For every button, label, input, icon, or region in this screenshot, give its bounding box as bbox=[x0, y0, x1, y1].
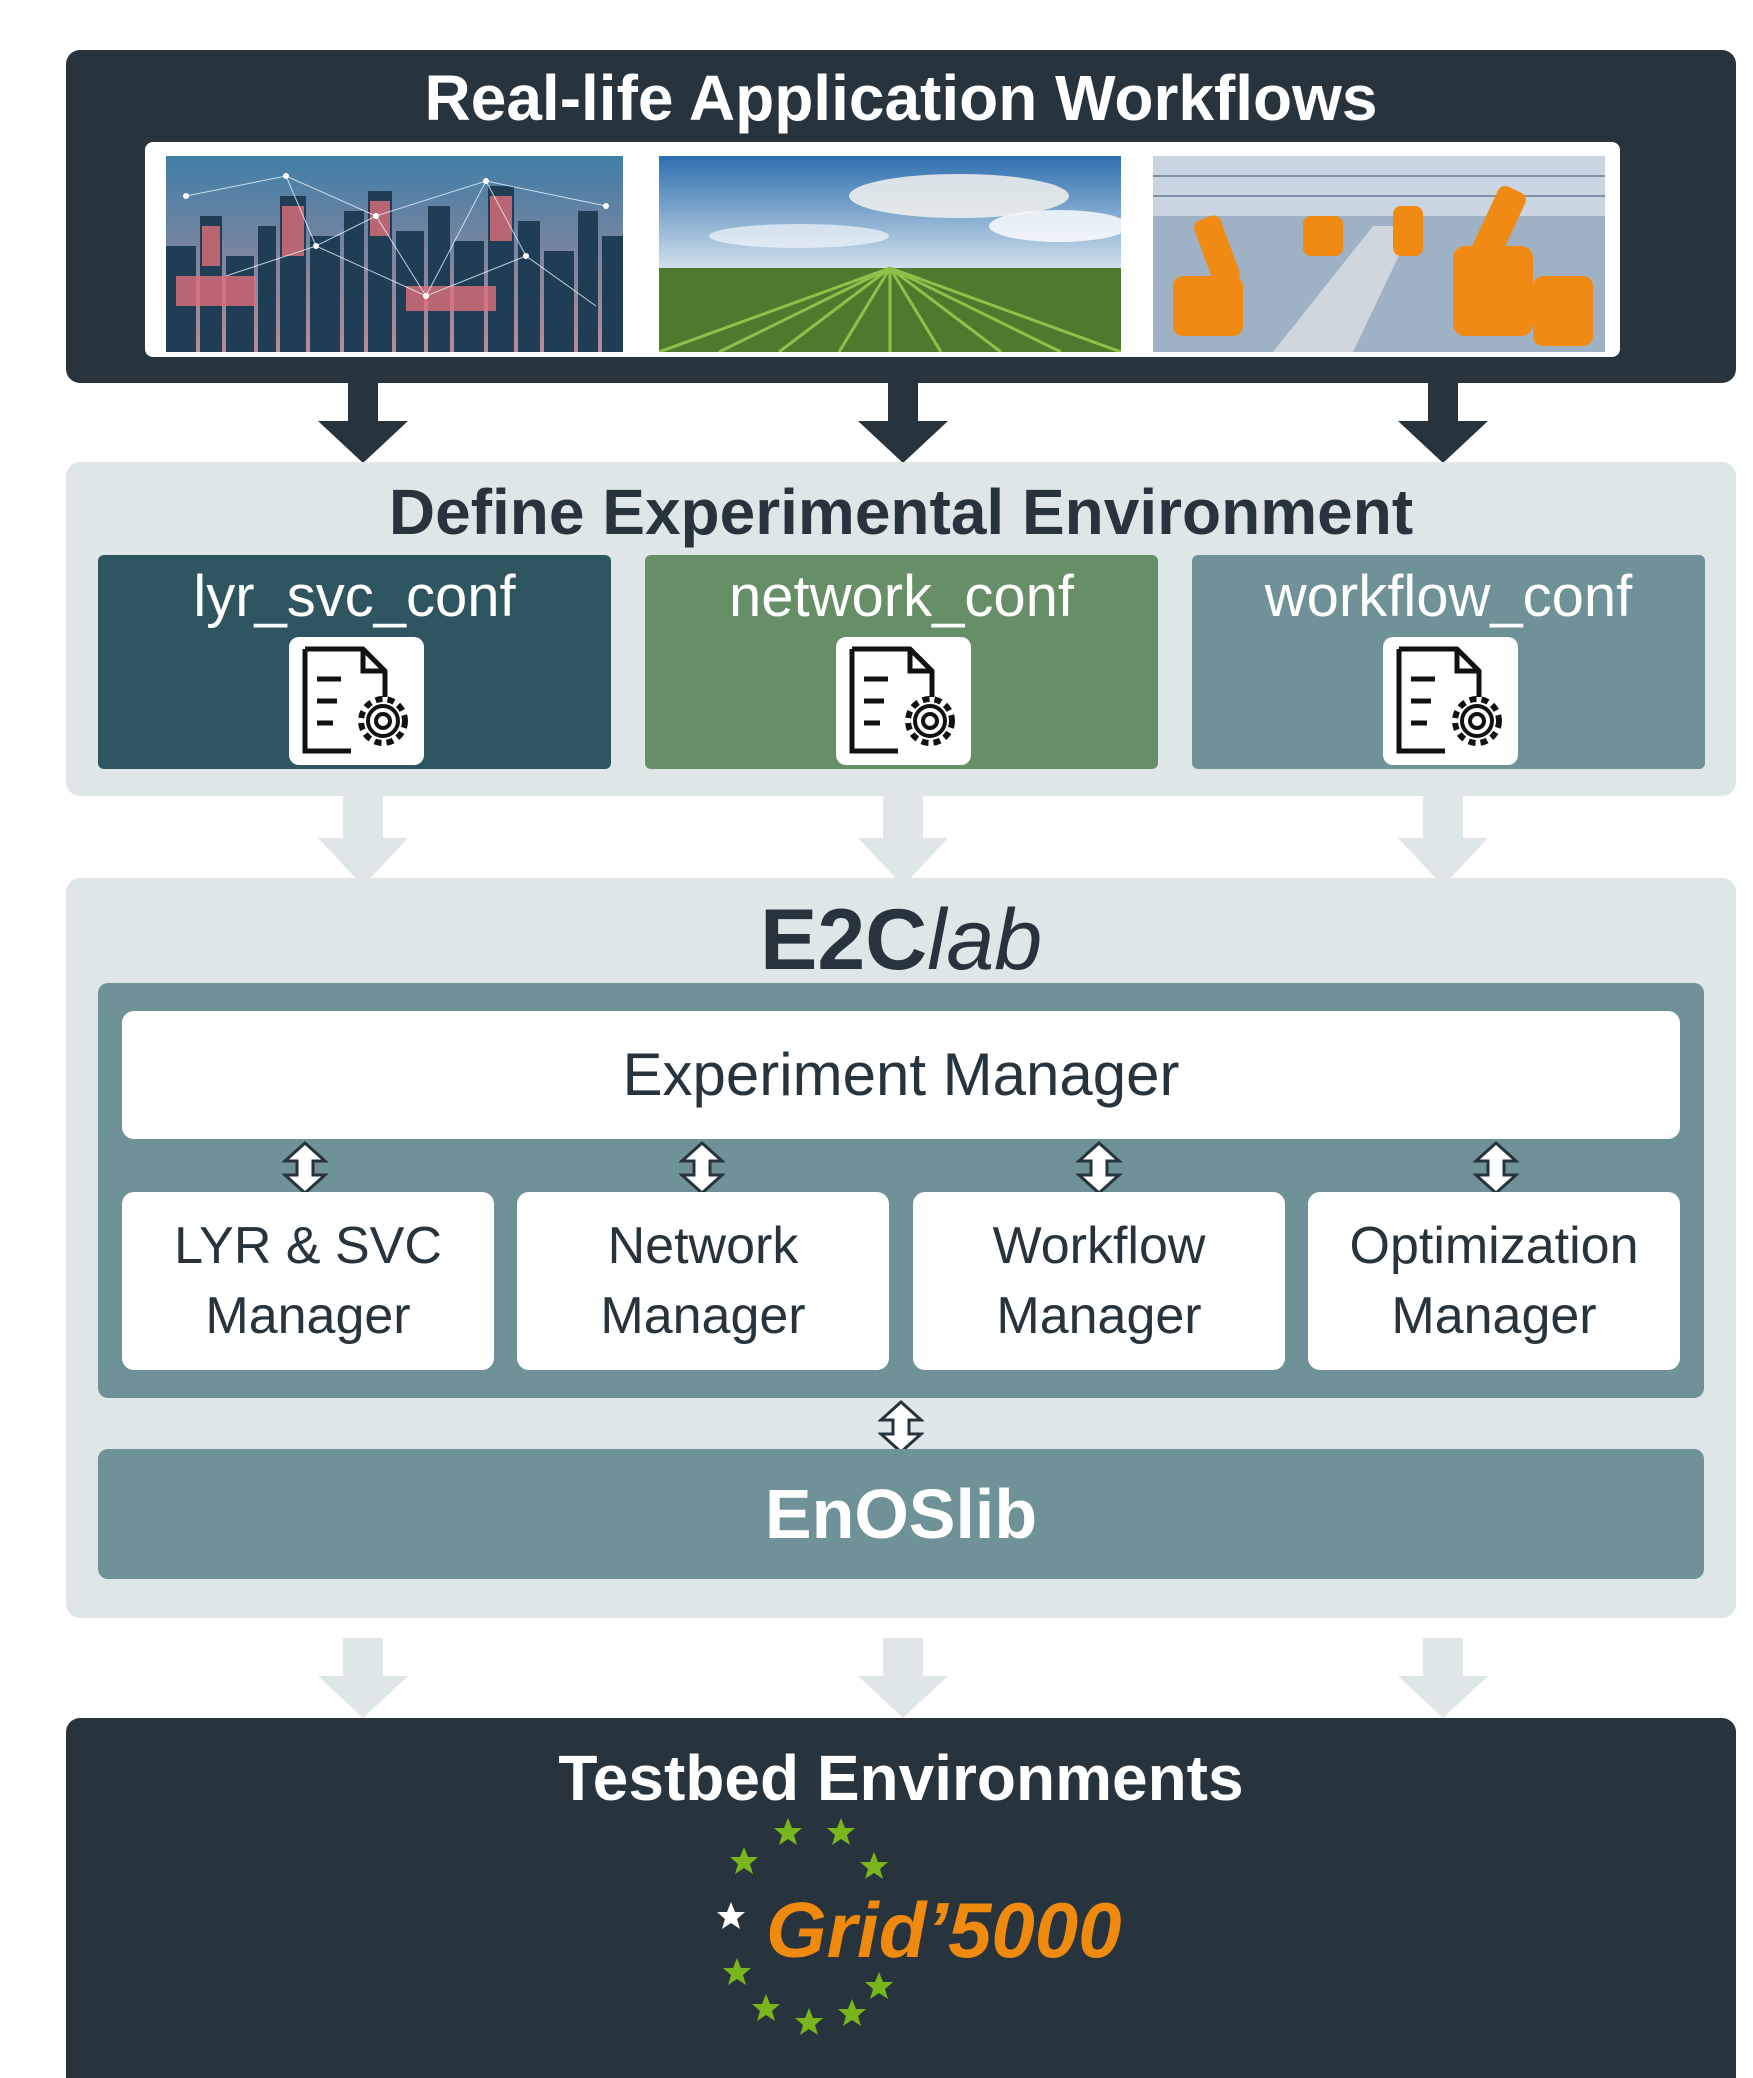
bidirectional-arrow-icon bbox=[1076, 1141, 1122, 1195]
config-network: network_conf bbox=[645, 555, 1158, 769]
bidirectional-arrow-icon bbox=[1473, 1141, 1519, 1195]
down-arrow-icon bbox=[318, 383, 408, 463]
manager-label-line1: Optimization bbox=[1349, 1217, 1639, 1275]
experiment-manager-box: Experiment Manager bbox=[122, 1011, 1680, 1139]
bidirectional-arrow-icon bbox=[282, 1141, 328, 1195]
down-arrow-icon bbox=[1398, 1638, 1488, 1718]
manager-label-line1: LYR & SVC bbox=[174, 1217, 442, 1275]
application-workflows-section: Real-life Application Workflows bbox=[66, 50, 1736, 383]
config-label: workflow_conf bbox=[1264, 564, 1633, 629]
manager-label-line2: Manager bbox=[996, 1287, 1202, 1345]
down-arrow-icon bbox=[858, 383, 948, 463]
down-arrow-icon bbox=[318, 1638, 408, 1718]
manager-label-line2: Manager bbox=[600, 1287, 806, 1345]
section-title: Testbed Environments bbox=[558, 1742, 1244, 1814]
manager-label-line1: Workflow bbox=[992, 1217, 1206, 1275]
manager-label-line2: Manager bbox=[1391, 1287, 1597, 1345]
e2clab-title-italic: lab bbox=[927, 892, 1043, 988]
config-file-icon bbox=[289, 637, 424, 765]
bidirectional-arrow-icon bbox=[679, 1141, 725, 1195]
lyr-svc-manager-box: LYR & SVC Manager bbox=[122, 1192, 494, 1370]
section-title: Define Experimental Environment bbox=[388, 476, 1414, 548]
e2clab-title: E2Clab bbox=[66, 890, 1736, 990]
workflow-image-strip bbox=[145, 142, 1620, 357]
robotic-arms-factory-photo bbox=[1153, 156, 1605, 352]
define-environment-section: Define Experimental Environment lyr_svc_… bbox=[66, 462, 1736, 796]
manager-label-line2: Manager bbox=[205, 1287, 411, 1345]
e2clab-section: E2Clab Experiment Manager LYR & SVC Manag… bbox=[66, 878, 1736, 1618]
config-file-icon bbox=[836, 637, 971, 765]
bidirectional-arrow-icon bbox=[878, 1400, 924, 1454]
down-arrow-icon bbox=[1398, 796, 1488, 886]
managers-panel: Experiment Manager LYR & SVC Manager Netw… bbox=[98, 983, 1704, 1398]
enoslib-box: EnOSlib bbox=[98, 1449, 1704, 1579]
down-arrow-icon bbox=[318, 796, 408, 886]
config-lyr-svc: lyr_svc_conf bbox=[98, 555, 611, 769]
e2clab-title-bold: E2C bbox=[759, 892, 928, 988]
crop-field-photo bbox=[659, 156, 1121, 352]
grid5000-logo-text: Grid’5000 bbox=[766, 1886, 1122, 1974]
config-label: network_conf bbox=[729, 564, 1074, 629]
manager-label-line1: Network bbox=[607, 1217, 799, 1275]
testbed-environments-section: Testbed Environments Grid’5000 bbox=[66, 1718, 1736, 2078]
smart-city-photo bbox=[166, 156, 623, 352]
config-workflow: workflow_conf bbox=[1192, 555, 1705, 769]
section-title: Real-life Application Workflows bbox=[424, 62, 1378, 134]
config-file-icon bbox=[1383, 637, 1518, 765]
down-arrow-icon bbox=[858, 796, 948, 886]
down-arrow-icon bbox=[858, 1638, 948, 1718]
config-label: lyr_svc_conf bbox=[193, 564, 516, 629]
down-arrow-icon bbox=[1398, 383, 1488, 463]
